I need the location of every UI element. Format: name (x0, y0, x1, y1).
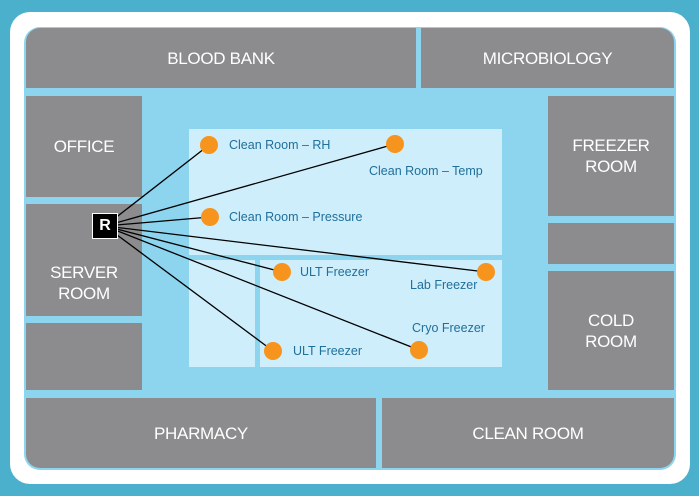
link-ult-freezer-1 (104, 225, 283, 273)
sensor-label-clean-room-temp: Clean Room – Temp (369, 164, 483, 178)
room-clean: CLEAN ROOM (382, 398, 674, 468)
link-clean-room-pressure (104, 216, 211, 227)
room-freezer: FREEZER ROOM (548, 96, 674, 216)
room-pharmacy: PHARMACY (26, 398, 376, 468)
lab-zone-top (189, 129, 502, 255)
sensor-label-ult-freezer-1: ULT Freezer (300, 265, 370, 279)
sensor-label-cryo-freezer: Cryo Freezer (412, 321, 485, 335)
link-ult-freezer-2 (104, 225, 274, 352)
sensor-dot-cryo-freezer[interactable] (410, 341, 428, 359)
sensor-dot-ult-freezer-1[interactable] (273, 263, 291, 281)
sensor-dot-lab-freezer[interactable] (477, 263, 495, 281)
sensor-label-lab-freezer: Lab Freezer (410, 278, 478, 292)
room-label: FREEZER ROOM (572, 136, 650, 176)
sensor-label-clean-room-rh: Clean Room – RH (229, 138, 331, 152)
room-label: CLEAN ROOM (472, 423, 584, 443)
sensor-label-ult-freezer-2: ULT Freezer (293, 344, 363, 358)
room-label: BLOOD BANK (167, 48, 275, 68)
room-label: PHARMACY (154, 423, 248, 443)
lab-zone-bottom-right (260, 260, 502, 367)
sensor-dot-clean-room-temp[interactable] (386, 135, 404, 153)
room-office: OFFICE (26, 96, 142, 197)
room-utility-right (548, 223, 674, 264)
room-label: SERVER ROOM (50, 263, 118, 303)
sensor-label-clean-room-pressure: Clean Room – Pressure (229, 210, 363, 224)
link-clean-room-rh (104, 144, 210, 227)
room-label: OFFICE (53, 137, 115, 156)
sensor-dot-ult-freezer-2[interactable] (264, 342, 282, 360)
sensor-dot-clean-room-pressure[interactable] (201, 208, 219, 226)
room-label: COLD ROOM (585, 310, 637, 351)
room-storage-left (26, 323, 142, 390)
room-cold: COLD ROOM (548, 271, 674, 390)
link-clean-room-temp (104, 143, 396, 227)
room-blood-bank: BLOOD BANK (26, 28, 416, 88)
sensor-dot-clean-room-rh[interactable] (200, 136, 218, 154)
link-lab-freezer (104, 225, 487, 273)
room-server: SERVER ROOM (26, 204, 142, 316)
room-label: MICROBIOLOGY (482, 48, 613, 68)
router-node[interactable]: R (92, 213, 118, 239)
link-cryo-freezer (104, 225, 420, 351)
room-microbiology: MICROBIOLOGY (421, 28, 674, 88)
